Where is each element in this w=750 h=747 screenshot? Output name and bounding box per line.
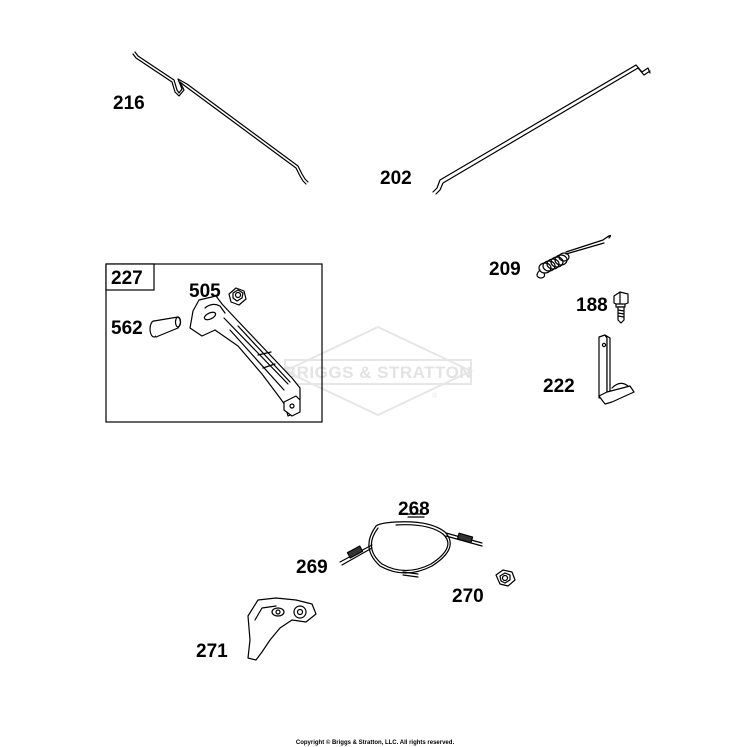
nut-505-drawing <box>228 287 247 306</box>
governor-link-216-drawing <box>132 51 309 185</box>
part-label-216: 216 <box>113 93 145 114</box>
rod-202-drawing <box>432 64 651 195</box>
brand-watermark: BRIGGS & STRATTON ® <box>282 325 474 417</box>
part-label-209: 209 <box>489 259 521 280</box>
part-label-202: 202 <box>380 168 412 189</box>
control-lever-drawing <box>189 295 301 417</box>
part-label-188: 188 <box>576 295 608 316</box>
bracket-222-drawing <box>598 334 635 405</box>
watermark-brand: BRIGGS & STRATTON <box>284 363 472 382</box>
clevis-pin-562-drawing <box>149 316 182 338</box>
spring-209-drawing <box>536 234 612 279</box>
nut-270-drawing <box>495 569 516 587</box>
cable-268-drawing <box>339 513 483 578</box>
part-label-269: 269 <box>296 557 328 578</box>
watermark-registered-mark: ® <box>432 392 438 400</box>
part-label-271: 271 <box>196 641 228 662</box>
kit-box-227: 227 <box>105 263 323 423</box>
cable-bracket-271-drawing <box>247 597 317 661</box>
part-label-562: 562 <box>111 318 143 339</box>
kit-box-label: 227 <box>111 268 143 289</box>
part-label-270: 270 <box>452 586 484 607</box>
bolt-188-drawing <box>613 291 629 324</box>
part-label-222: 222 <box>543 376 575 397</box>
copyright-notice: Copyright © Briggs & Stratton, LLC. All … <box>296 739 455 746</box>
part-label-268: 268 <box>398 499 430 520</box>
